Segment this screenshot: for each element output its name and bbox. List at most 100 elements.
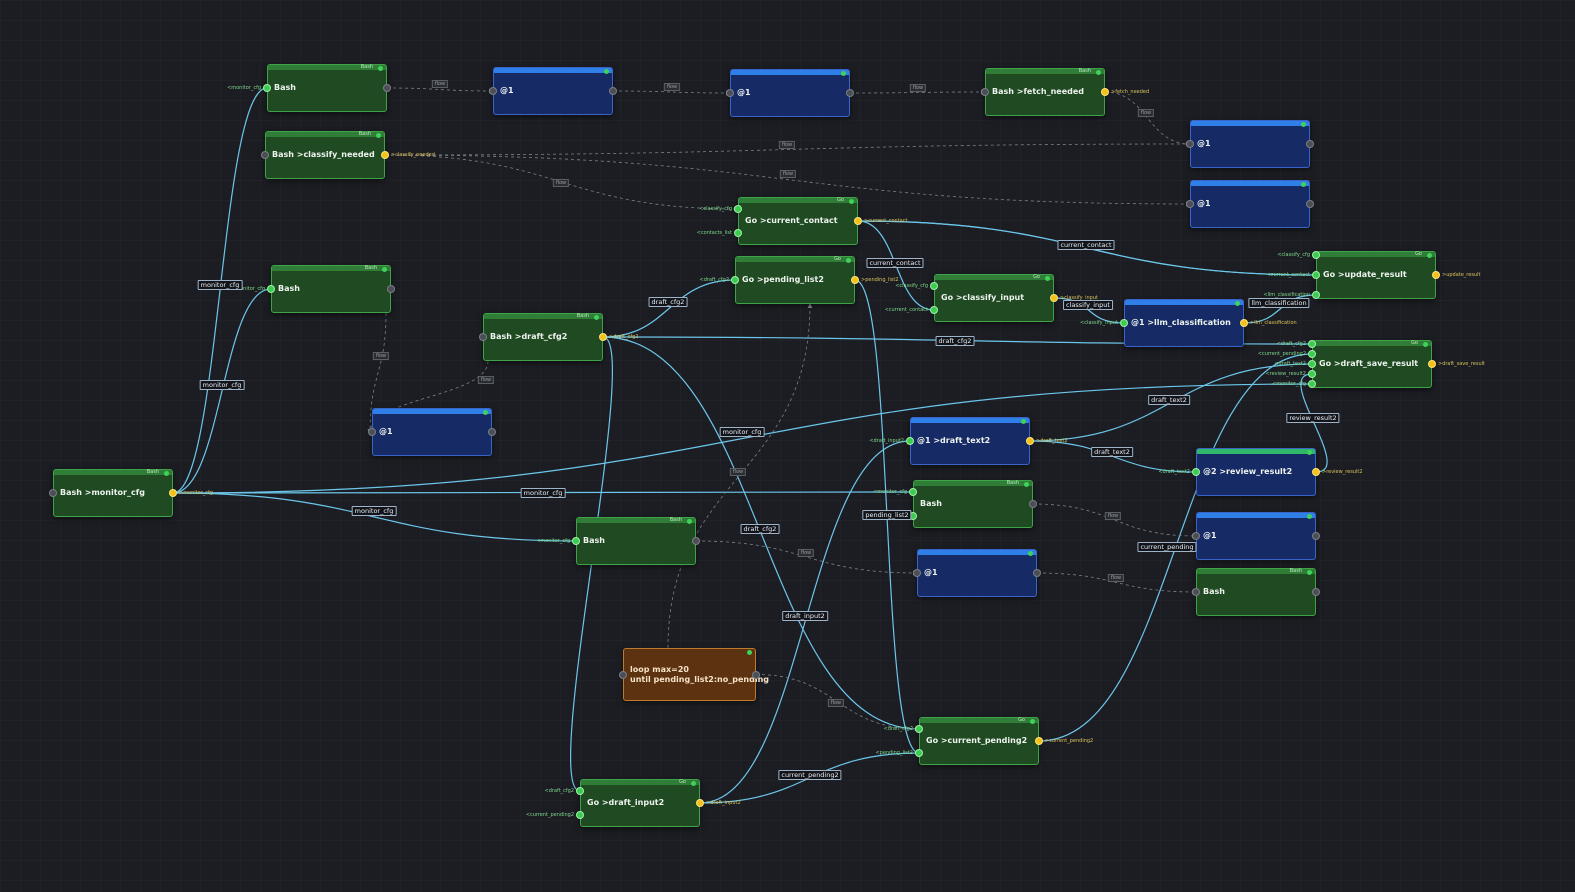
node-agent[interactable]: @1: [1190, 120, 1310, 168]
input-port[interactable]: [1312, 291, 1320, 299]
input-port[interactable]: [368, 428, 376, 436]
input-port[interactable]: [915, 749, 923, 757]
output-port[interactable]: [1101, 88, 1109, 96]
output-port[interactable]: [599, 333, 607, 341]
output-port[interactable]: [387, 285, 395, 293]
node-agent-review[interactable]: @2 >review_result2: [1196, 448, 1316, 496]
output-port[interactable]: [1306, 140, 1314, 148]
node-agent[interactable]: @1: [917, 549, 1037, 597]
input-port[interactable]: [1308, 340, 1316, 348]
input-port[interactable]: [1120, 319, 1128, 327]
input-port[interactable]: [734, 205, 742, 213]
input-port[interactable]: [913, 569, 921, 577]
input-port[interactable]: [1312, 271, 1320, 279]
output-port[interactable]: [1026, 437, 1034, 445]
input-port[interactable]: [909, 488, 917, 496]
node-title: Bash: [583, 536, 605, 545]
output-port[interactable]: [1050, 294, 1058, 302]
input-port[interactable]: [267, 285, 275, 293]
output-port[interactable]: [752, 670, 760, 679]
input-port[interactable]: [906, 437, 914, 445]
output-port[interactable]: [381, 151, 389, 159]
output-port[interactable]: [1306, 200, 1314, 208]
input-port[interactable]: [576, 787, 584, 795]
output-port[interactable]: [1240, 319, 1248, 327]
input-port[interactable]: [261, 151, 269, 159]
node-agent[interactable]: @1: [372, 408, 492, 456]
output-port[interactable]: [1312, 588, 1320, 596]
input-port[interactable]: [619, 670, 627, 679]
output-port[interactable]: [1029, 500, 1037, 508]
output-port[interactable]: [488, 428, 496, 436]
output-port[interactable]: [1035, 737, 1043, 745]
input-port[interactable]: [1192, 468, 1200, 476]
input-port[interactable]: [930, 282, 938, 290]
data-edge: [172, 383, 1313, 494]
input-port[interactable]: [1186, 200, 1194, 208]
input-port[interactable]: [1308, 350, 1316, 358]
input-port[interactable]: [1308, 360, 1316, 368]
input-port[interactable]: [981, 88, 989, 96]
input-port[interactable]: [1308, 380, 1316, 388]
output-port[interactable]: [1033, 569, 1041, 577]
node-agent[interactable]: @1 >llm_classification: [1124, 299, 1244, 347]
input-port[interactable]: [1312, 251, 1320, 259]
output-port[interactable]: [1312, 468, 1320, 476]
output-port-label: >draft_save_result: [1438, 361, 1485, 367]
input-port[interactable]: [489, 87, 497, 95]
input-port[interactable]: [915, 725, 923, 733]
input-port[interactable]: [1186, 140, 1194, 148]
node-agent[interactable]: @1: [1190, 180, 1310, 228]
output-port[interactable]: [169, 489, 177, 497]
input-port[interactable]: [479, 333, 487, 341]
input-port[interactable]: [49, 489, 57, 497]
output-port[interactable]: [609, 87, 617, 95]
input-port[interactable]: [576, 811, 584, 819]
data-edge-label: llm_classification: [1248, 298, 1310, 308]
output-port[interactable]: [854, 217, 862, 225]
input-port[interactable]: [726, 89, 734, 97]
output-port[interactable]: [383, 84, 391, 92]
output-port[interactable]: [1428, 360, 1436, 368]
input-port[interactable]: [1308, 370, 1316, 378]
input-port[interactable]: [930, 306, 938, 314]
node-agent[interactable]: @1: [730, 69, 850, 117]
output-port[interactable]: [846, 89, 854, 97]
output-port[interactable]: [696, 799, 704, 807]
input-port[interactable]: [731, 276, 739, 284]
input-port[interactable]: [1192, 532, 1200, 540]
status-dot-icon: [376, 133, 381, 138]
input-port[interactable]: [572, 537, 580, 545]
node-agent[interactable]: @1: [493, 67, 613, 115]
node-agent[interactable]: @1: [1196, 512, 1316, 560]
output-port[interactable]: [851, 276, 859, 284]
output-port[interactable]: [1432, 271, 1440, 279]
node-agent[interactable]: @1 >draft_text2: [910, 417, 1030, 465]
flow-edge: [695, 540, 918, 576]
output-port[interactable]: [1312, 532, 1320, 540]
node-loop[interactable]: loop max=20 until pending_list2:no_pendi…: [623, 648, 769, 701]
node-title: Bash >monitor_cfg: [60, 488, 145, 497]
input-port[interactable]: [734, 229, 742, 237]
output-port[interactable]: [692, 537, 700, 545]
input-port[interactable]: [1192, 588, 1200, 596]
flow-edge-label: flow: [431, 80, 449, 88]
input-port[interactable]: [263, 84, 271, 92]
node-type-tag: Go: [834, 256, 841, 262]
